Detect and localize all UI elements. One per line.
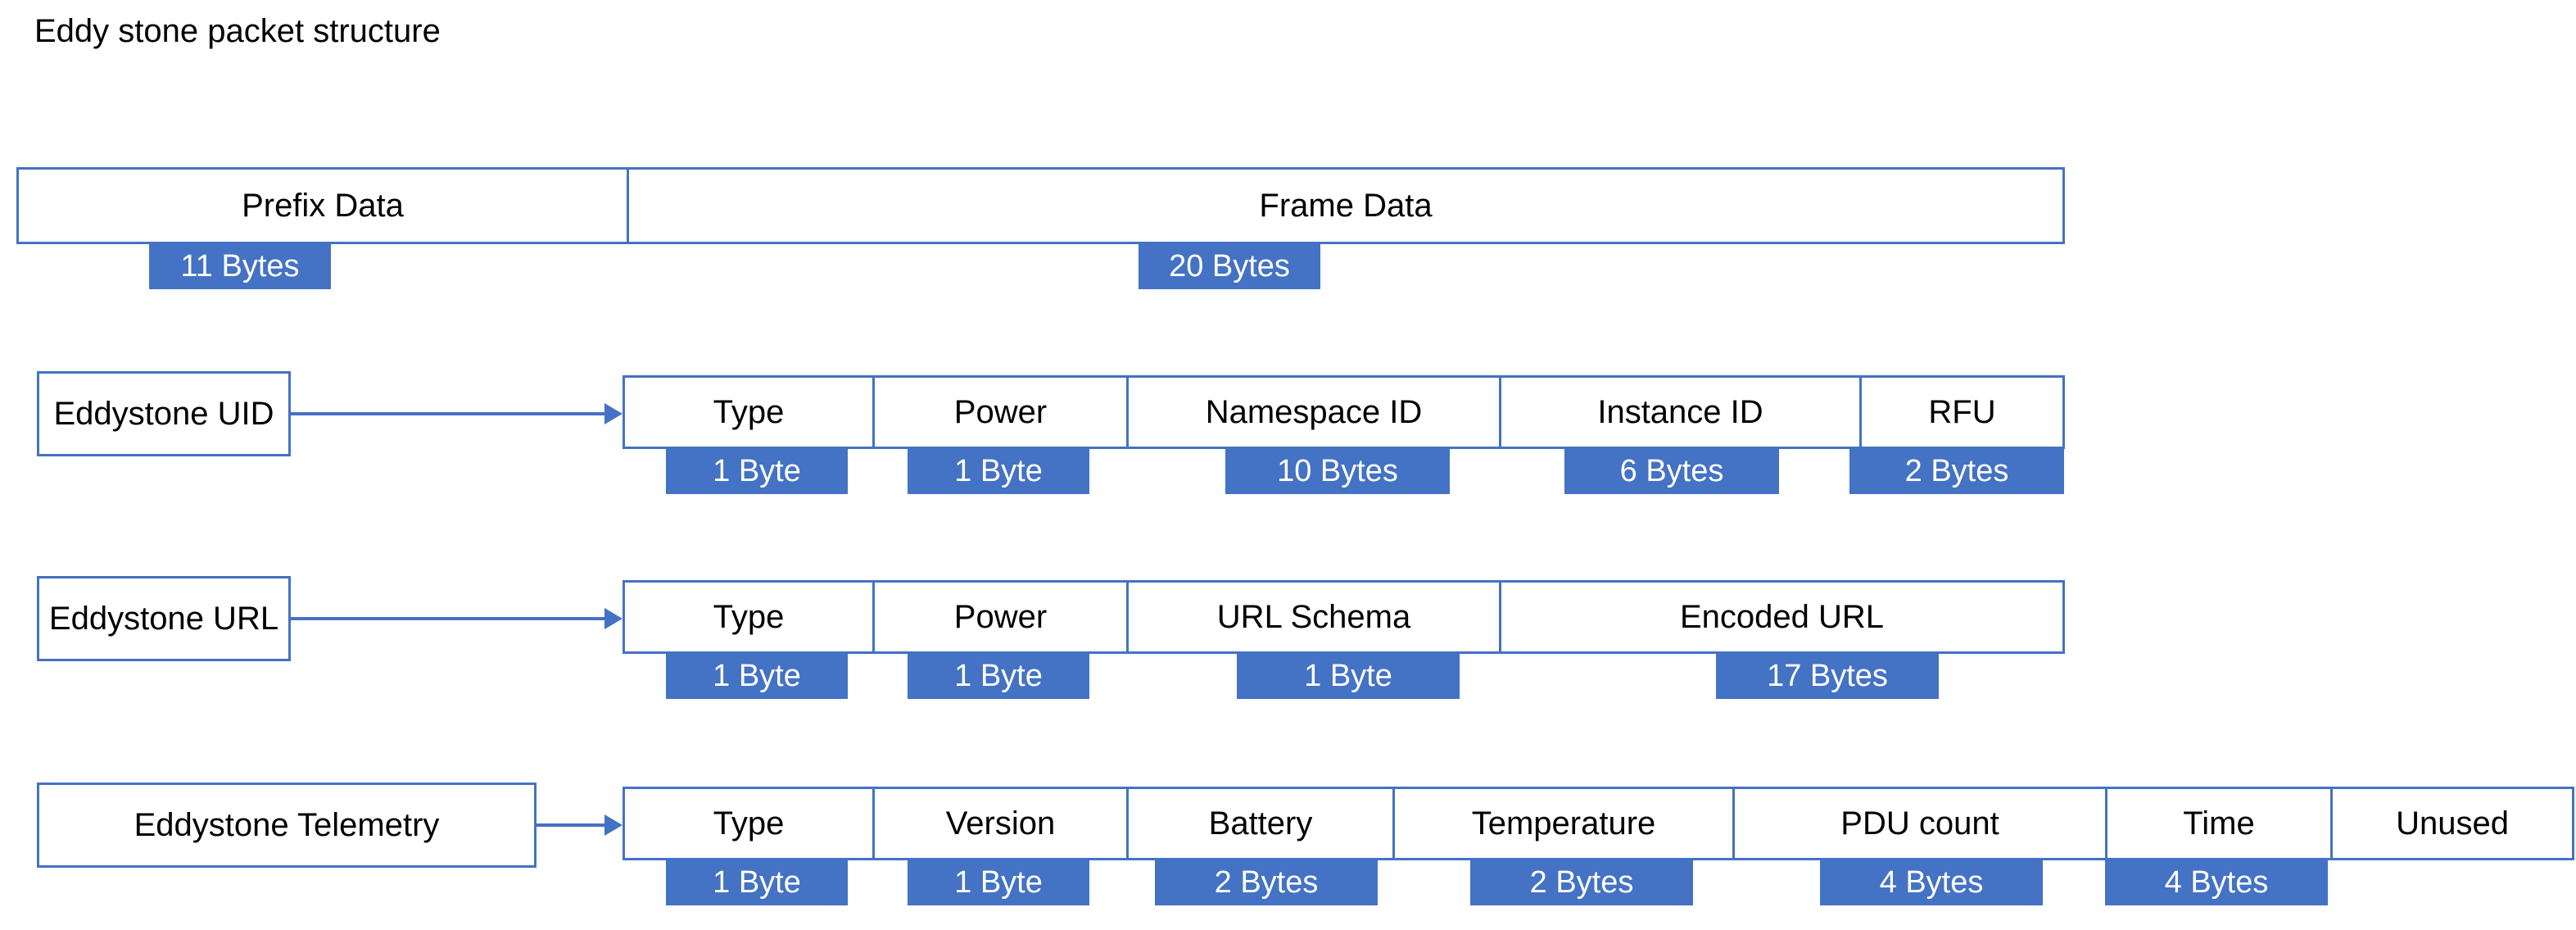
field-cell-uid-power[interactable]: Power (872, 375, 1129, 449)
field-cell-uid-type[interactable]: Type (622, 375, 875, 449)
byte-chip-url-type: 1 Byte (666, 654, 848, 699)
connector-line-eddystone-url (291, 617, 606, 620)
byte-chip-tlm-temperature: 2 Bytes (1470, 860, 1693, 905)
field-cell-tlm-time[interactable]: Time (2105, 787, 2333, 860)
label-box-eddystone-telemetry[interactable]: Eddystone Telemetry (37, 783, 536, 868)
byte-chip-url-encoded-url: 17 Bytes (1716, 654, 1939, 699)
field-cell-tlm-pdu-count[interactable]: PDU count (1732, 787, 2107, 860)
label-box-eddystone-url[interactable]: Eddystone URL (37, 576, 291, 661)
field-cell-tlm-temperature[interactable]: Temperature (1392, 787, 1735, 860)
label-box-eddystone-uid[interactable]: Eddystone UID (37, 371, 291, 456)
byte-chip-uid-rfu: 2 Bytes (1849, 449, 2064, 494)
field-cell-uid-instance-id[interactable]: Instance ID (1499, 375, 1862, 449)
byte-chip-url-power: 1 Byte (908, 654, 1089, 699)
field-cell-uid-namespace-id[interactable]: Namespace ID (1126, 375, 1501, 449)
byte-chip-tlm-pdu-count: 4 Bytes (1820, 860, 2043, 905)
byte-chip-prefix-data: 11 Bytes (149, 244, 331, 289)
field-cell-uid-rfu[interactable]: RFU (1859, 375, 2065, 449)
byte-chip-tlm-version: 1 Byte (908, 860, 1089, 905)
arrow-head-icon-eddystone-url (604, 608, 622, 629)
byte-chip-tlm-type: 1 Byte (666, 860, 848, 905)
field-cell-url-encoded-url[interactable]: Encoded URL (1499, 580, 2065, 654)
field-cell-prefix-data[interactable]: Prefix Data (16, 167, 629, 244)
field-cell-url-power[interactable]: Power (872, 580, 1129, 654)
arrow-head-icon-eddystone-telemetry (604, 814, 622, 836)
field-cell-tlm-unused[interactable]: Unused (2330, 787, 2574, 860)
field-cell-url-type[interactable]: Type (622, 580, 875, 654)
arrow-head-icon-eddystone-uid (604, 403, 622, 424)
byte-chip-uid-power: 1 Byte (908, 449, 1089, 494)
byte-chip-frame-data: 20 Bytes (1139, 244, 1320, 289)
field-cell-url-schema[interactable]: URL Schema (1126, 580, 1501, 654)
connector-line-eddystone-telemetry (536, 823, 606, 827)
byte-chip-uid-namespace-id: 10 Bytes (1225, 449, 1450, 494)
byte-chip-tlm-time: 4 Bytes (2105, 860, 2328, 905)
field-cell-frame-data[interactable]: Frame Data (627, 167, 2065, 244)
field-cell-tlm-type[interactable]: Type (622, 787, 875, 860)
connector-line-eddystone-uid (291, 412, 606, 415)
byte-chip-uid-type: 1 Byte (666, 449, 848, 494)
byte-chip-tlm-battery: 2 Bytes (1155, 860, 1378, 905)
page-title: Eddy stone packet structure (34, 13, 441, 49)
field-cell-tlm-battery[interactable]: Battery (1126, 787, 1395, 860)
byte-chip-url-schema: 1 Byte (1237, 654, 1460, 699)
byte-chip-uid-instance-id: 6 Bytes (1564, 449, 1779, 494)
field-cell-tlm-version[interactable]: Version (872, 787, 1129, 860)
